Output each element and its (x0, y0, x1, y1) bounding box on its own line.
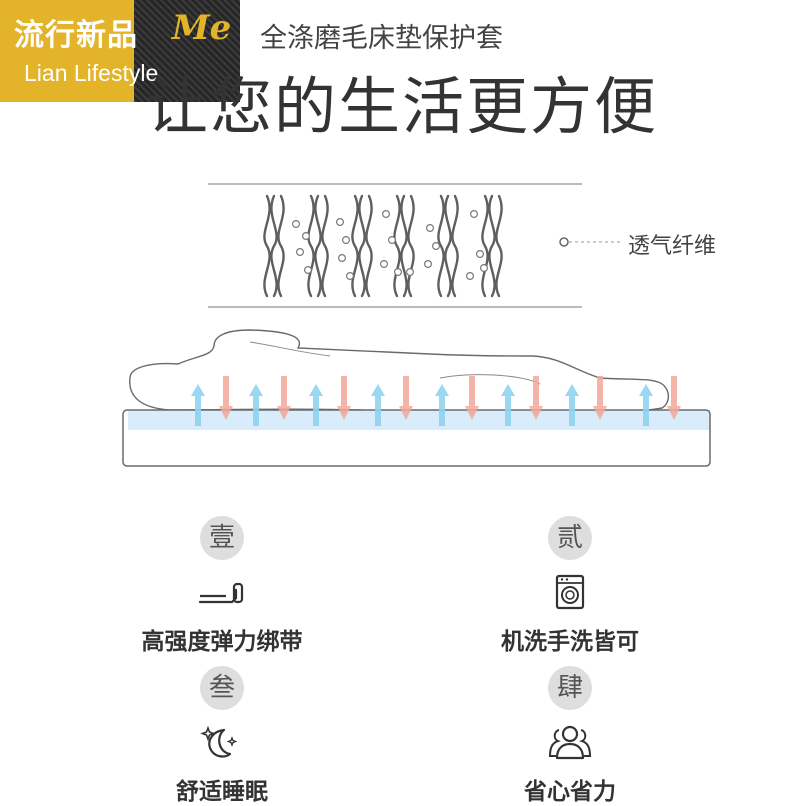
air-bubble (470, 210, 479, 219)
badge-subtitle: Lian Lifestyle (24, 60, 159, 86)
air-bubble (338, 254, 347, 263)
feature-sleep: 叁 舒适睡眠 (92, 666, 352, 806)
air-bubbles (292, 210, 489, 281)
fiber-strand (488, 194, 496, 298)
air-bubble (406, 268, 415, 277)
badge-logo-mark: Me (172, 8, 232, 48)
fiber-strand (351, 194, 359, 298)
strap-icon (198, 582, 244, 604)
feature-easy: 肆 省心省力 (440, 666, 700, 806)
air-bubble (346, 272, 355, 281)
cool-air-arrow (435, 384, 449, 426)
fiber-strand (495, 194, 503, 298)
air-bubble (388, 236, 397, 245)
fiber-strand (307, 194, 315, 298)
air-bubble (342, 236, 351, 245)
cool-air-arrow (371, 384, 385, 426)
airflow-arrows (191, 376, 681, 426)
product-subtitle: 全涤磨毛床垫保护套 (260, 23, 503, 54)
warm-air-arrow (529, 376, 543, 420)
fiber-strand (358, 194, 366, 298)
fiber-strand (437, 194, 445, 298)
air-bubble (382, 210, 391, 219)
air-bubble (466, 272, 475, 281)
cool-air-arrow (309, 384, 323, 426)
air-bubble (424, 260, 433, 269)
mattress-illustration (122, 329, 711, 467)
air-bubble (476, 250, 485, 259)
cool-air-arrow (639, 384, 653, 426)
warm-air-arrow (593, 376, 607, 420)
cool-air-arrow (191, 384, 205, 426)
numeral-badge: 叁 (200, 666, 244, 710)
mattress-diagram (122, 183, 711, 467)
warm-air-arrow (219, 376, 233, 420)
fiber-label: 透气纤维 (628, 234, 717, 259)
air-bubble (480, 264, 489, 273)
fiber-strand (365, 194, 373, 298)
air-bubble (296, 248, 305, 257)
fiber-strand (321, 194, 329, 298)
badge-title: 流行新品 (14, 18, 138, 53)
feature-washable: 贰 机洗手洗皆可 (440, 516, 700, 656)
washing-machine-icon (555, 574, 585, 610)
warm-air-arrow (399, 376, 413, 420)
warm-air-arrow (667, 376, 681, 420)
fiber-strand (481, 194, 489, 298)
air-bubble (426, 224, 435, 233)
badge-gold-panel (0, 0, 134, 102)
fiber-box (208, 183, 582, 308)
numeral-badge: 壹 (200, 516, 244, 560)
feature-label: 高强度弹力绑带 (141, 629, 303, 655)
brand-badge: 流行新品 Me Lian Lifestyle (0, 0, 240, 102)
fiber-strand (407, 194, 415, 298)
people-icon (548, 725, 592, 760)
fiber-strand (270, 194, 278, 298)
fiber-strand (444, 194, 452, 298)
fiber-strand (277, 194, 285, 298)
air-bubble (292, 220, 301, 229)
air-bubble (432, 242, 441, 251)
warm-air-arrow (277, 376, 291, 420)
mattress (122, 409, 711, 467)
air-bubble (336, 218, 345, 227)
feature-strap: 壹 高强度弹力绑带 (92, 516, 352, 656)
feature-label: 省心省力 (524, 779, 616, 805)
headline: 让您的生活更方便 (146, 70, 659, 143)
warm-air-arrow (465, 376, 479, 420)
cool-air-arrow (501, 384, 515, 426)
fiber-strands (263, 194, 503, 298)
fiber-strand (263, 194, 271, 298)
cool-air-arrow (565, 384, 579, 426)
air-bubble (304, 266, 313, 275)
warm-air-arrow (337, 376, 351, 420)
fiber-pointer (559, 237, 622, 247)
feature-label: 舒适睡眠 (176, 779, 268, 805)
air-bubble (394, 268, 403, 277)
feature-label: 机洗手洗皆可 (501, 629, 639, 655)
fiber-strand (393, 194, 401, 298)
cool-air-arrow (249, 384, 263, 426)
moon-stars-icon (200, 725, 238, 758)
numeral-badge: 肆 (548, 666, 592, 710)
numeral-badge: 贰 (548, 516, 592, 560)
sleeping-person (129, 329, 669, 415)
fiber-strand (314, 194, 322, 298)
fiber-strand (451, 194, 459, 298)
fiber-strand (400, 194, 408, 298)
air-bubble (380, 260, 389, 269)
air-bubble (302, 232, 311, 241)
